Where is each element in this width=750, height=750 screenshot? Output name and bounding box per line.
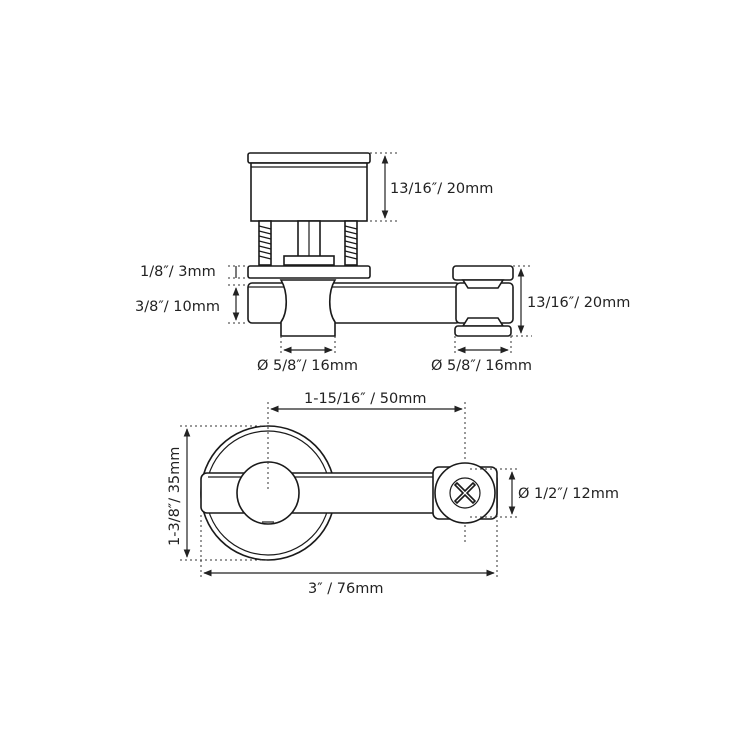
left-post	[279, 279, 337, 337]
screw-clamp	[432, 462, 498, 524]
label-right-post-diameter: Ø 5/8″/ 16mm	[431, 358, 532, 374]
mounting-cap	[247, 152, 371, 222]
label-cap-height: 13/16″/ 20mm	[390, 181, 493, 197]
dim-right-post-diameter: Ø 5/8″/ 16mm	[431, 336, 532, 374]
post-top	[236, 461, 300, 525]
label-overall-width: 3″ / 76mm	[308, 581, 383, 597]
side-view: 13/16″/ 20mm 1/8″/ 3mm 3/8″/ 10mm 13/16″…	[135, 152, 630, 374]
right-clamp	[452, 265, 514, 337]
dim-center-distance: 1-15/16″ / 50mm	[270, 391, 463, 413]
base-plate	[247, 255, 371, 279]
label-left-post-diameter: Ø 5/8″/ 16mm	[257, 358, 358, 374]
dim-bar-height: 3/8″/ 10mm	[135, 284, 248, 324]
dim-overall-height: 1-3/8″/ 35mm	[167, 425, 268, 561]
dim-cap-height: 13/16″/ 20mm	[370, 152, 493, 222]
dim-right-height: 13/16″/ 20mm	[511, 265, 630, 337]
dim-screw-diameter: Ø 1/2″/ 12mm	[470, 468, 619, 518]
threaded-studs	[258, 220, 358, 266]
top-view: 1-15/16″ / 50mm 1-3/8″/ 35mm Ø 1/2″/ 12m…	[167, 391, 619, 597]
label-screw-diameter: Ø 1/2″/ 12mm	[518, 486, 619, 502]
bar-arm	[247, 282, 461, 324]
label-overall-height: 1-3/8″/ 35mm	[167, 447, 183, 546]
dim-overall-width: 3″ / 76mm	[200, 515, 498, 597]
label-bar-height: 3/8″/ 10mm	[135, 299, 220, 315]
label-plate-thickness: 1/8″/ 3mm	[140, 264, 216, 280]
dim-plate-thickness: 1/8″/ 3mm	[140, 264, 248, 280]
dim-left-post-diameter: Ø 5/8″/ 16mm	[257, 336, 358, 374]
label-center-distance: 1-15/16″ / 50mm	[304, 391, 426, 407]
label-right-height: 13/16″/ 20mm	[527, 295, 630, 311]
phillips-screw-icon	[453, 481, 477, 505]
